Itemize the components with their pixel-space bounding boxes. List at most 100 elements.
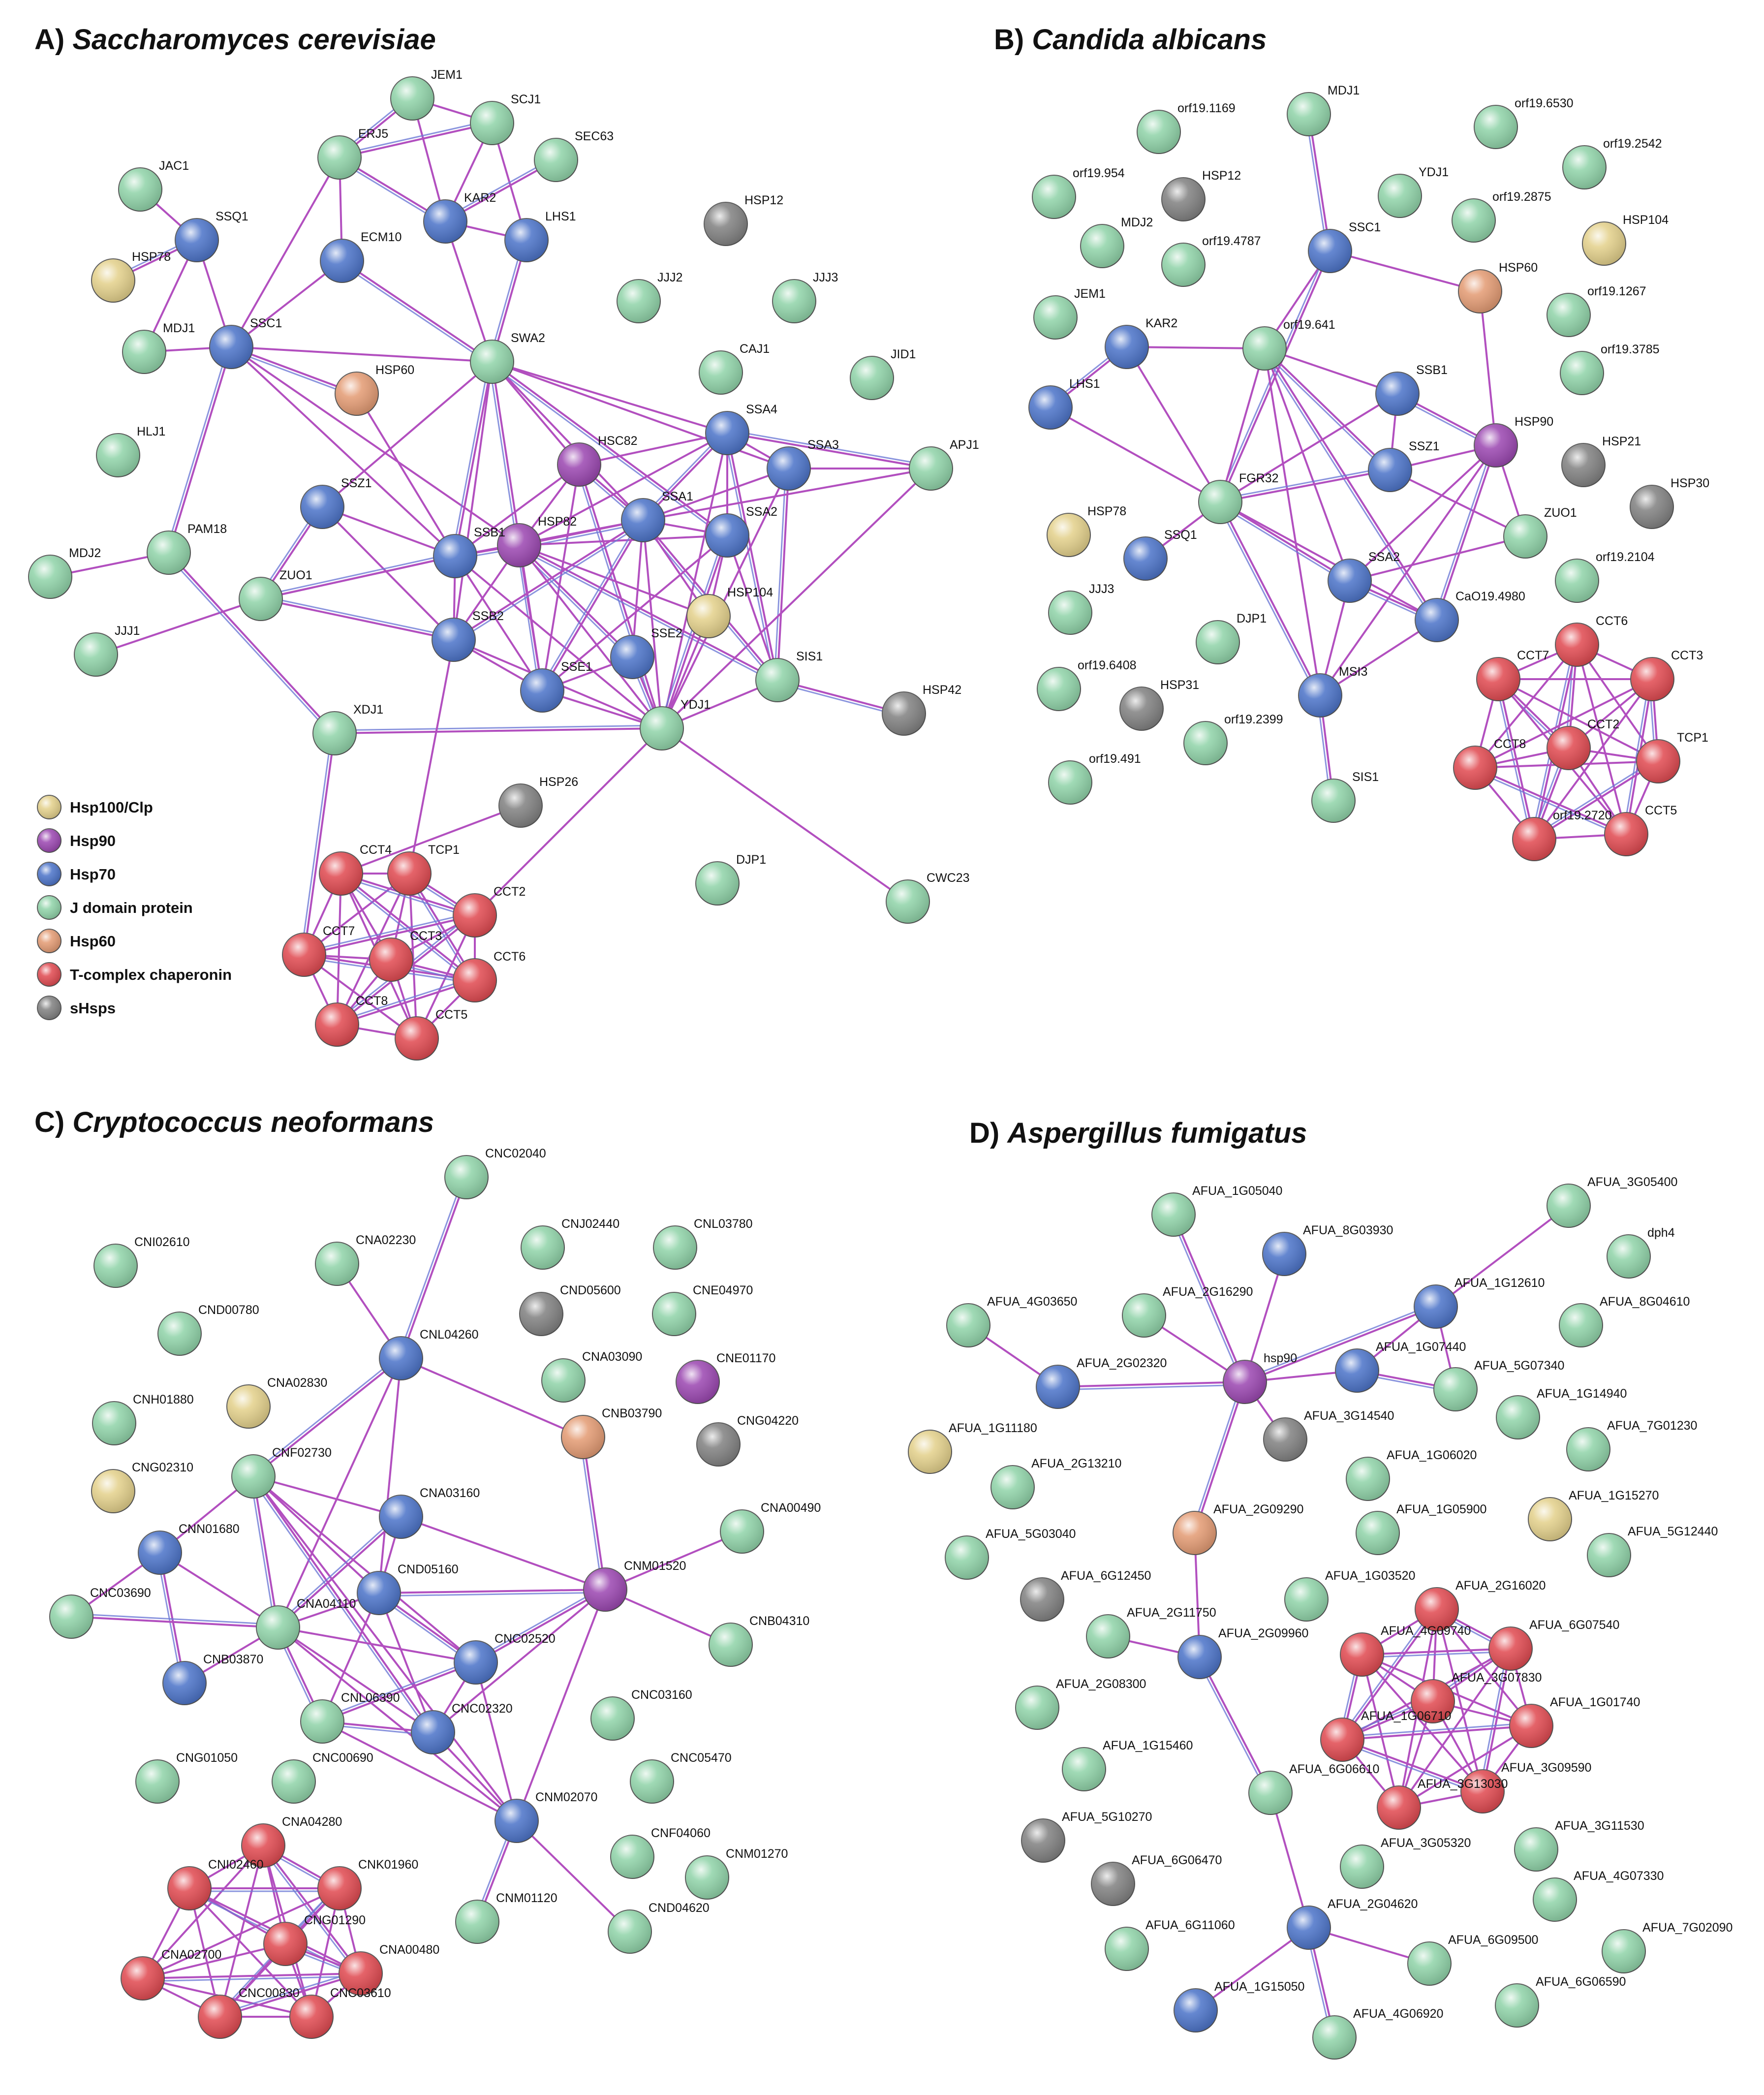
node-hsp82[interactable]: HSP82	[497, 515, 577, 567]
node-hsp12[interactable]: HSP12	[1161, 169, 1241, 221]
node-caj1[interactable]: CAJ1	[699, 342, 770, 395]
node-jjj3[interactable]: JJJ3	[1048, 582, 1114, 635]
node-afua-3g05320[interactable]: AFUA_3G05320	[1340, 1836, 1471, 1889]
node-afua-5g12440[interactable]: AFUA_5G12440	[1587, 1525, 1718, 1577]
node-orf19-2542[interactable]: orf19.2542	[1562, 137, 1662, 189]
node-afua-1g05040[interactable]: AFUA_1G05040	[1151, 1184, 1282, 1237]
node-xdj1[interactable]: XDJ1	[312, 703, 383, 755]
node-cnf04060[interactable]: CNF04060	[610, 1826, 711, 1879]
node-ssa2[interactable]: SSA2	[1328, 550, 1400, 603]
node-afua-3g05400[interactable]: AFUA_3G05400	[1547, 1175, 1677, 1228]
node-orf19-491[interactable]: orf19.491	[1048, 752, 1141, 805]
node-djp1[interactable]: DJP1	[1196, 612, 1267, 664]
node-cna02700[interactable]: CNA02700	[121, 1948, 221, 2001]
node-afua-8g03930[interactable]: AFUA_8G03930	[1262, 1223, 1393, 1276]
node-afua-1g01740[interactable]: AFUA_1G01740	[1509, 1695, 1640, 1748]
node-hlj1[interactable]: HLJ1	[96, 425, 165, 477]
node-hsp60[interactable]: HSP60	[1458, 261, 1538, 313]
node-cct6[interactable]: CCT6	[1555, 614, 1628, 667]
node-ssb2[interactable]: SSB2	[432, 609, 504, 662]
node-cct3[interactable]: CCT3	[369, 929, 442, 982]
node-hsp90[interactable]: HSP90	[1474, 415, 1553, 468]
node-mdj1[interactable]: MDJ1	[1287, 84, 1360, 136]
node-afua-3g13030[interactable]: AFUA_3G13030	[1377, 1777, 1508, 1830]
node-jjj3[interactable]: JJJ3	[772, 271, 838, 323]
node-hsp30[interactable]: HSP30	[1630, 476, 1709, 529]
node-ssb1[interactable]: SSB1	[1375, 363, 1448, 416]
node-afua-6g09500[interactable]: AFUA_6G09500	[1407, 1933, 1538, 1986]
node-cct3[interactable]: CCT3	[1630, 649, 1703, 701]
node-cct2[interactable]: CCT2	[453, 885, 526, 938]
node-orf19-6408[interactable]: orf19.6408	[1037, 658, 1137, 711]
node-apj1[interactable]: APJ1	[909, 438, 979, 491]
node-ssc1[interactable]: SSC1	[1308, 220, 1381, 273]
node-cnd04620[interactable]: CND04620	[608, 1901, 710, 1954]
node-cnc03690[interactable]: CNC03690	[49, 1586, 151, 1639]
node-afua-1g05900[interactable]: AFUA_1G05900	[1356, 1502, 1486, 1555]
node-ssb1[interactable]: SSB1	[433, 526, 505, 578]
node-afua-1g07440[interactable]: AFUA_1G07440	[1335, 1340, 1466, 1393]
node-ydj1[interactable]: YDJ1	[1378, 165, 1449, 218]
node-cnl03780[interactable]: CNL03780	[653, 1217, 753, 1270]
node-jem1[interactable]: JEM1	[390, 68, 463, 121]
node-cnm02070[interactable]: CNM02070	[495, 1790, 597, 1843]
node-cna03160[interactable]: CNA03160	[379, 1486, 480, 1539]
node-afua-2g04620[interactable]: AFUA_2G04620	[1287, 1897, 1418, 1950]
node-jem1[interactable]: JEM1	[1033, 287, 1106, 340]
node-cne04970[interactable]: CNE04970	[652, 1283, 753, 1336]
node-cnc00830[interactable]: CNC00830	[198, 1986, 300, 2039]
node-afua-2g11750[interactable]: AFUA_2G11750	[1086, 1606, 1216, 1658]
node-cnk01960[interactable]: CNK01960	[317, 1858, 418, 1910]
node-afua-4g07330[interactable]: AFUA_4G07330	[1533, 1869, 1664, 1922]
node-orf19-2875[interactable]: orf19.2875	[1452, 190, 1551, 243]
node-jac1[interactable]: JAC1	[118, 159, 189, 212]
node-cct8[interactable]: CCT8	[315, 994, 388, 1047]
node-hsp12[interactable]: HSP12	[704, 193, 783, 246]
node-scj1[interactable]: SCJ1	[470, 93, 541, 145]
node-afua-3g09590[interactable]: AFUA_3G09590	[1460, 1761, 1591, 1814]
node-hsp26[interactable]: HSP26	[498, 775, 578, 828]
node-cng01050[interactable]: CNG01050	[135, 1751, 238, 1804]
node-fgr32[interactable]: FGR32	[1198, 471, 1279, 524]
node-cng04220[interactable]: CNG04220	[696, 1414, 799, 1467]
node-kar2[interactable]: KAR2	[1105, 316, 1177, 369]
node-cnc03160[interactable]: CNC03160	[590, 1688, 692, 1741]
node-cna03090[interactable]: CNA03090	[541, 1350, 642, 1403]
node-lhs1[interactable]: LHS1	[1028, 377, 1100, 430]
node-cnb03870[interactable]: CNB03870	[162, 1653, 263, 1705]
node-sse2[interactable]: SSE2	[610, 626, 682, 679]
node-ssq1[interactable]: SSQ1	[175, 210, 248, 262]
node-hsp42[interactable]: HSP42	[882, 683, 961, 736]
node-orf19-3785[interactable]: orf19.3785	[1560, 343, 1660, 395]
node-afua-2g09960[interactable]: AFUA_2G09960	[1177, 1626, 1308, 1679]
node-afua-8g04610[interactable]: AFUA_8G04610	[1559, 1295, 1690, 1347]
node-mdj2[interactable]: MDJ2	[28, 546, 101, 599]
node-msi3[interactable]: MSI3	[1298, 665, 1367, 718]
node-cct5[interactable]: CCT5	[1604, 804, 1677, 856]
node-hsp31[interactable]: HSP31	[1119, 678, 1199, 731]
node-cao19-4980[interactable]: CaO19.4980	[1415, 590, 1525, 642]
node-sec63[interactable]: SEC63	[534, 129, 614, 182]
node-afua-6g12450[interactable]: AFUA_6G12450	[1020, 1569, 1151, 1622]
node-cna04280[interactable]: CNA04280	[241, 1815, 342, 1868]
node-cnd05600[interactable]: CND05600	[519, 1283, 621, 1336]
node-afua-5g03040[interactable]: AFUA_5G03040	[945, 1527, 1076, 1580]
node-jjj2[interactable]: JJJ2	[617, 271, 682, 323]
node-afua-4g03650[interactable]: AFUA_4G03650	[946, 1295, 1077, 1347]
node-afua-1g15270[interactable]: AFUA_1G15270	[1528, 1489, 1659, 1541]
node-afua-1g06710[interactable]: AFUA_1G06710	[1320, 1709, 1451, 1762]
node-cnh01880[interactable]: CNH01880	[92, 1393, 194, 1445]
node-afua-2g16020[interactable]: AFUA_2G16020	[1415, 1579, 1546, 1631]
node-cna04110[interactable]: CNA04110	[256, 1597, 356, 1650]
node-jjj1[interactable]: JJJ1	[74, 624, 140, 677]
node-kar2[interactable]: KAR2	[423, 191, 496, 244]
node-afua-1g15460[interactable]: AFUA_1G15460	[1062, 1739, 1193, 1791]
node-sis1[interactable]: SIS1	[1311, 770, 1379, 823]
node-zuo1[interactable]: ZUO1	[239, 568, 312, 621]
node-ssz1[interactable]: SSZ1	[300, 476, 372, 529]
node-afua-5g10270[interactable]: AFUA_5G10270	[1021, 1810, 1152, 1863]
node-swa2[interactable]: SWA2	[470, 331, 545, 384]
node-sis1[interactable]: SIS1	[755, 650, 823, 702]
node-cnl04260[interactable]: CNL04260	[379, 1328, 479, 1380]
node-cnb03790[interactable]: CNB03790	[561, 1407, 662, 1459]
